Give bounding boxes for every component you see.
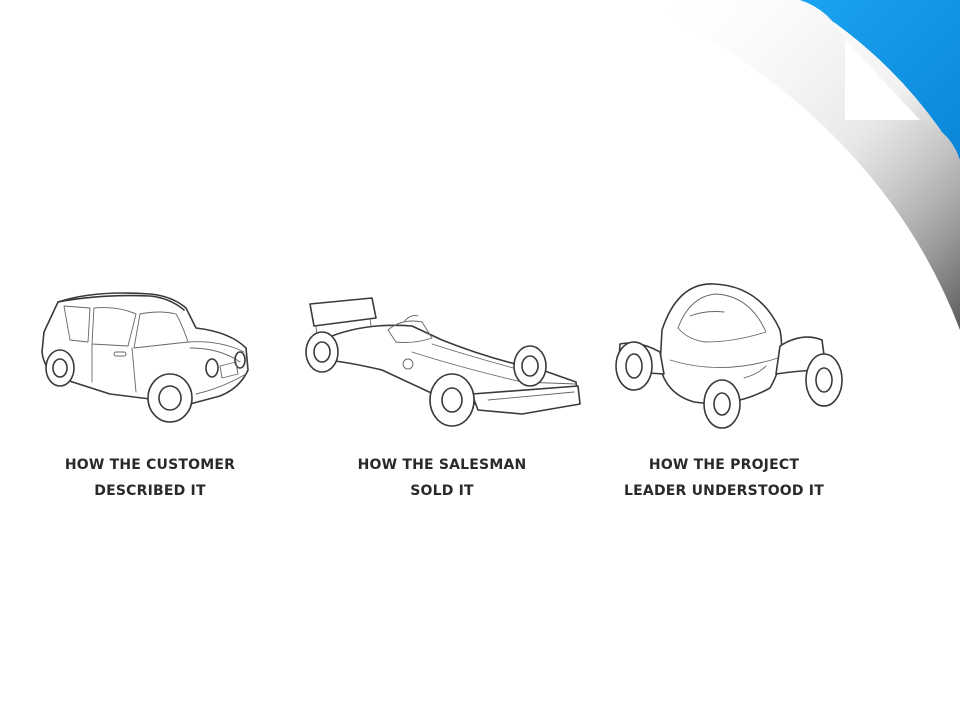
caption-customer-line1: HOW THE CUSTOMER <box>64 457 236 473</box>
panel-leader: HOW THE PROJECT LEADER UNDERSTOOD IT <box>574 270 874 520</box>
caption-leader-line2: LEADER UNDERSTOOD IT <box>624 483 824 499</box>
caption-leader-line1: HOW THE PROJECT <box>648 457 800 473</box>
caption-salesman-line1: HOW THE SALESMAN <box>357 457 527 473</box>
concept-car-icon <box>615 283 843 429</box>
caption-customer-line2: DESCRIBED IT <box>94 483 206 499</box>
caption-salesman-line2: SOLD IT <box>410 483 474 499</box>
caption-salesman: HOW THE SALESMAN SOLD IT <box>292 452 592 504</box>
formula-one-car-icon <box>305 297 581 427</box>
caption-leader: HOW THE PROJECT LEADER UNDERSTOOD IT <box>574 452 874 504</box>
caption-customer: HOW THE CUSTOMER DESCRIBED IT <box>0 452 300 504</box>
classic-mini-car-icon <box>41 292 249 423</box>
panel-salesman: HOW THE SALESMAN SOLD IT <box>292 270 592 520</box>
panel-customer: HOW THE CUSTOMER DESCRIBED IT <box>0 270 300 520</box>
